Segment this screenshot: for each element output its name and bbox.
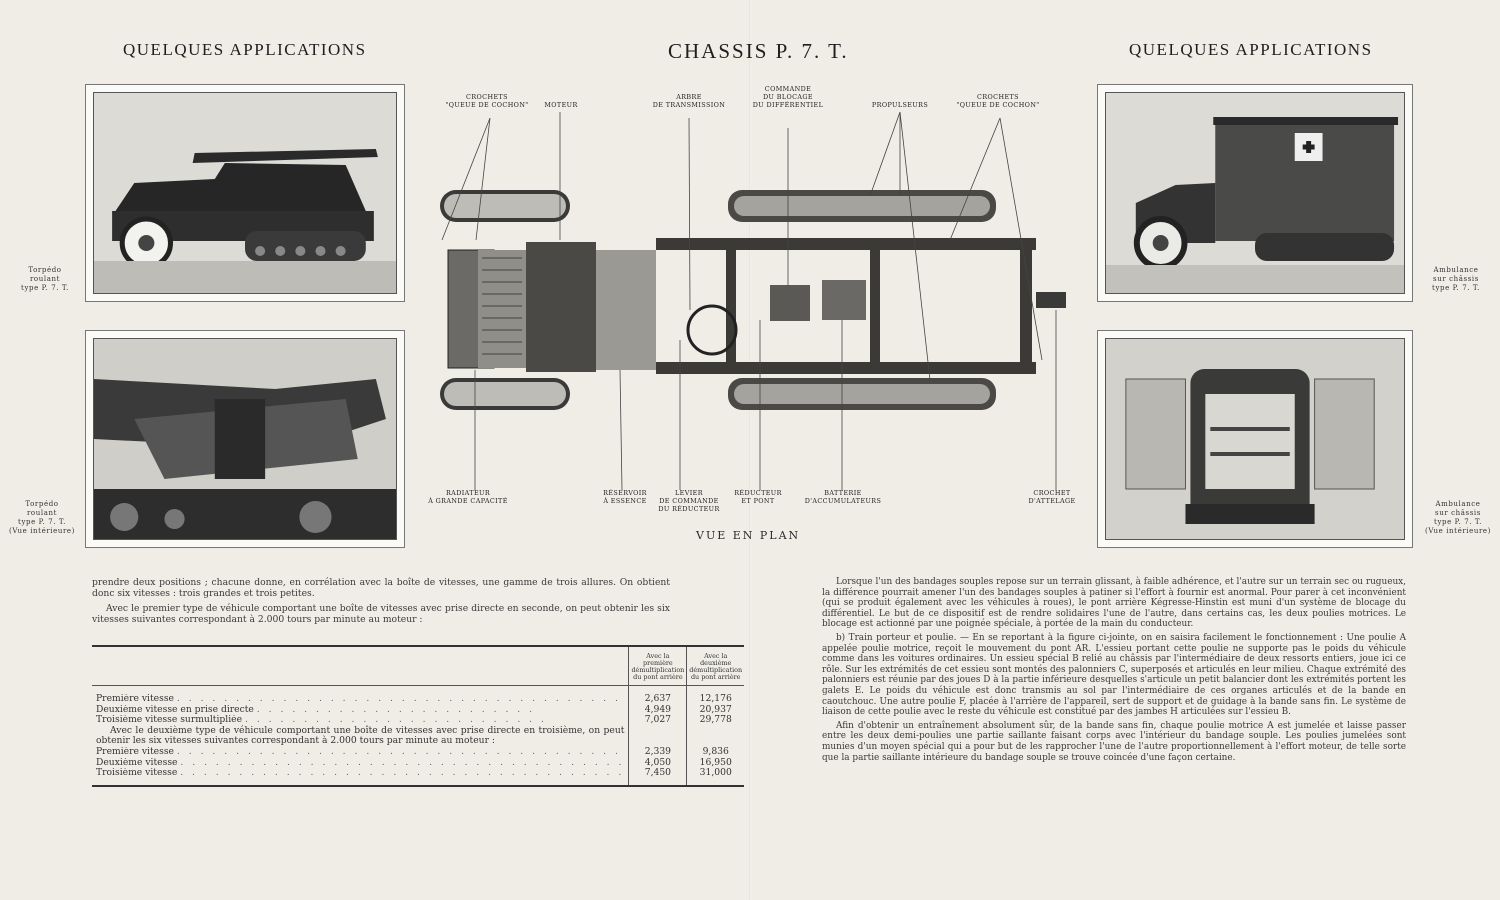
page-title: CHASSIS P. 7. T. <box>668 39 849 63</box>
header-left: QUELQUES APPLICATIONS <box>123 40 367 59</box>
table-header-second-demult: Avec la deuxième démultiplication du pon… <box>686 645 745 686</box>
table-row: Troisième vitesse surmultipliée . . . . … <box>92 715 745 726</box>
table-row: Deuxième vitesse en prise directe . . . … <box>92 704 745 716</box>
photo-ambulance <box>1097 84 1413 302</box>
label-crochet-attelage: Crochet d'attelage <box>1028 489 1076 505</box>
right-paragraph-3: Afin d'obtenir un entraînement absolumen… <box>822 720 1406 763</box>
right-text-block: Lorsque l'un des bandages souples repose… <box>822 577 1406 766</box>
left-paragraph-2: Avec le premier type de véhicule comport… <box>92 602 670 625</box>
photo-torpedo-interior <box>85 330 405 548</box>
photo-torpedo <box>85 84 405 302</box>
caption-torpedo: Torpédo roulant type P. 7. T. <box>21 266 69 292</box>
header-right: QUELQUES APPLICATIONS <box>1129 40 1373 59</box>
photo-ambulance-interior <box>1097 330 1413 548</box>
label-moteur: Moteur <box>544 101 578 109</box>
label-crochet-left: Crochets "queue de cochon" <box>445 93 529 109</box>
ambulance-interior-illustration <box>1106 339 1404 539</box>
table-row: Première vitesse . . . . . . . . . . . .… <box>92 693 745 705</box>
table-row: Troisième vitesse . . . . . . . . . . . … <box>92 768 745 779</box>
label-batterie: Batterie d'accumulateurs <box>804 489 882 505</box>
label-crochet-right: Crochets "queue de cochon" <box>956 93 1040 109</box>
torpedo-interior-illustration <box>94 339 396 539</box>
right-paragraph-1: Lorsque l'un des bandages souples repose… <box>822 577 1406 630</box>
caption-ambulance-interior: Ambulance sur châssis type P. 7. T. (Vue… <box>1425 500 1491 535</box>
left-paragraph-1: prendre deux positions ; chacune donne, … <box>92 577 670 600</box>
table-row: Deuxième vitesse . . . . . . . . . . . .… <box>92 757 745 769</box>
label-reservoir: Réservoir à essence <box>603 489 647 505</box>
ambulance-illustration <box>1106 93 1404 293</box>
label-reducteur: Réducteur et pont <box>734 489 782 505</box>
speeds-table: Avec la première démultiplication du pon… <box>92 645 745 787</box>
label-commande-blocage: Commande du blocage du différentiel <box>752 85 824 109</box>
label-arbre-transmission: Arbre de transmission <box>652 93 726 109</box>
label-radiateur: Radiateur à grande capacité <box>428 489 508 505</box>
table-row: Première vitesse . . . . . . . . . . . .… <box>92 746 745 758</box>
left-text-block: prendre deux positions ; chacune donne, … <box>92 577 670 628</box>
table-note-row: Avec le deuxième type de véhicule compor… <box>92 725 745 747</box>
table-header-first-demult: Avec la première démultiplication du pon… <box>628 645 687 686</box>
label-levier: Levier de commande du réducteur <box>658 489 720 513</box>
right-paragraph-2: b) Train porteur et poulie. — En se repo… <box>822 632 1406 718</box>
caption-torpedo-interior: Torpédo roulant type P. 7. T. (Vue intér… <box>9 500 75 535</box>
page-fold <box>749 0 751 900</box>
caption-ambulance: Ambulance sur châssis type P. 7. T. <box>1432 266 1480 292</box>
chassis-plan-illustration <box>440 111 1066 491</box>
label-propulseurs: Propulseurs <box>871 101 929 109</box>
chassis-caption: VUE EN PLAN <box>696 529 801 542</box>
torpedo-car-illustration <box>94 93 396 293</box>
